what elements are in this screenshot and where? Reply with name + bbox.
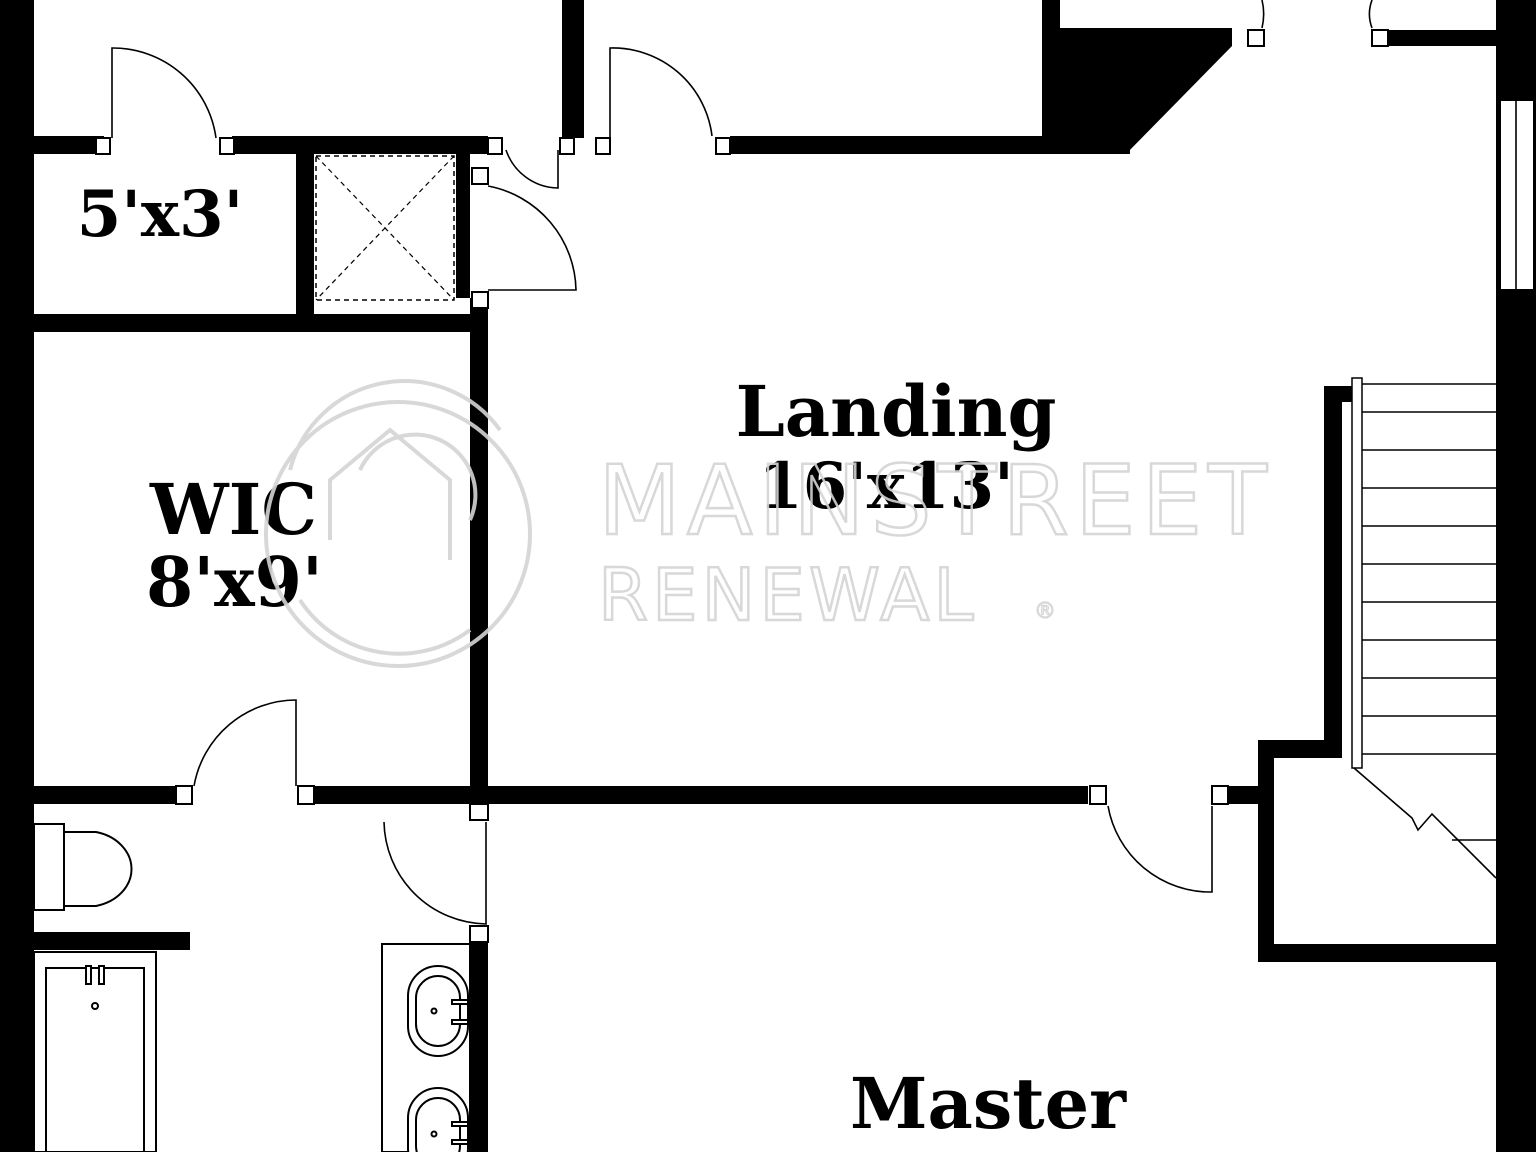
sink-drain <box>430 1130 438 1138</box>
linen-closet <box>315 155 455 301</box>
door-jamb <box>95 137 111 155</box>
door-swing-bath <box>383 821 487 925</box>
wall-top-left-horizontal-2 <box>232 136 488 154</box>
wall-stair-top <box>1324 386 1354 402</box>
wic-dimensions: 8'x9' <box>146 543 323 623</box>
watermark: MAINSTREET RENEWAL ® <box>264 379 1273 668</box>
master-name: Master <box>850 1062 1127 1145</box>
sink-drain <box>430 1007 438 1015</box>
door-jamb <box>1211 785 1229 805</box>
door-swing-linen <box>487 185 577 291</box>
wall-top-partition-1 <box>562 0 576 138</box>
wall-closet-right <box>456 154 470 298</box>
door-jamb <box>1089 785 1107 805</box>
door-jamb <box>1371 29 1389 47</box>
door-jamb <box>469 925 489 943</box>
door-jamb <box>469 803 489 821</box>
wall-wic-right <box>470 298 488 786</box>
wall-mid-horizontal-3 <box>1228 786 1258 804</box>
sink-faucet <box>451 1139 469 1145</box>
toilet-tank <box>33 823 65 911</box>
wall-top-mid-horizontal <box>730 136 1130 154</box>
wall-bath-counter <box>34 932 190 950</box>
wall-mid-horizontal-1 <box>34 786 176 804</box>
door-jamb <box>175 785 193 805</box>
sink-faucet <box>451 999 469 1005</box>
wall-closet-divider <box>296 154 314 314</box>
doors <box>95 0 1389 943</box>
room-labels: 5'x3' WIC 8'x9' Landing 16'x13' Master <box>77 177 1127 1145</box>
stair-break-line <box>1353 767 1497 879</box>
landing-name: Landing <box>736 370 1057 453</box>
wall-stair-bottom <box>1258 944 1496 962</box>
door-swing-wic <box>193 699 297 787</box>
door-jamb <box>219 137 235 155</box>
door-jamb <box>559 137 575 155</box>
wall-bath-master <box>470 942 488 1152</box>
wall-angled-block <box>1042 0 1232 154</box>
watermark-logo-mark <box>264 379 532 668</box>
wall-closet-bottom <box>34 314 472 332</box>
watermark-registered-mark: ® <box>1034 599 1056 624</box>
door-swing-top-right <box>1261 0 1265 29</box>
watermark-line2: RENEWAL <box>598 553 978 637</box>
tub-faucet <box>85 965 92 985</box>
door-jamb <box>595 137 611 155</box>
door-swing-top-right-2 <box>1368 0 1373 29</box>
door-swing-top-left <box>111 47 217 139</box>
door-jamb <box>297 785 315 805</box>
door-jamb <box>471 167 489 185</box>
wall-top-left-horizontal <box>34 136 104 154</box>
wall-stair-step <box>1258 740 1342 758</box>
door-swing-top-small <box>505 149 559 189</box>
wall-stair-left <box>1324 386 1342 742</box>
sink-basin-inner <box>415 975 461 1047</box>
bath-fixtures <box>33 823 471 1152</box>
landing-dimensions: 16'x13' <box>758 449 1013 524</box>
watermark-line1: MAINSTREET <box>598 445 1273 557</box>
wic-name: WIC <box>149 468 317 551</box>
tub-faucet <box>98 965 105 985</box>
tub-drain <box>91 1002 99 1010</box>
toilet-bowl <box>63 831 133 907</box>
sink-basin-inner <box>415 1097 461 1152</box>
wall-mid-horizontal-2 <box>314 786 1088 804</box>
wall-top-partition-2 <box>576 0 584 138</box>
sink-faucet <box>451 1121 469 1127</box>
door-swing-top-middle <box>609 47 713 138</box>
door-jamb <box>487 137 503 155</box>
door-jamb <box>471 291 489 309</box>
sink-faucet <box>451 1019 469 1025</box>
window-right <box>1499 99 1535 291</box>
wall-left-outer <box>0 0 34 1152</box>
linen-closet-diagonal <box>315 155 455 301</box>
door-jamb <box>1247 29 1265 47</box>
door-swing-master <box>1107 805 1213 893</box>
wall-top-right-stub <box>1388 30 1496 46</box>
closet-dimensions: 5'x3' <box>77 177 243 252</box>
staircase <box>1351 377 1497 879</box>
wall-stair-lower-left <box>1258 740 1274 962</box>
door-jamb <box>715 137 731 155</box>
bathtub-inner <box>45 967 145 1152</box>
stair-rail <box>1351 377 1363 769</box>
